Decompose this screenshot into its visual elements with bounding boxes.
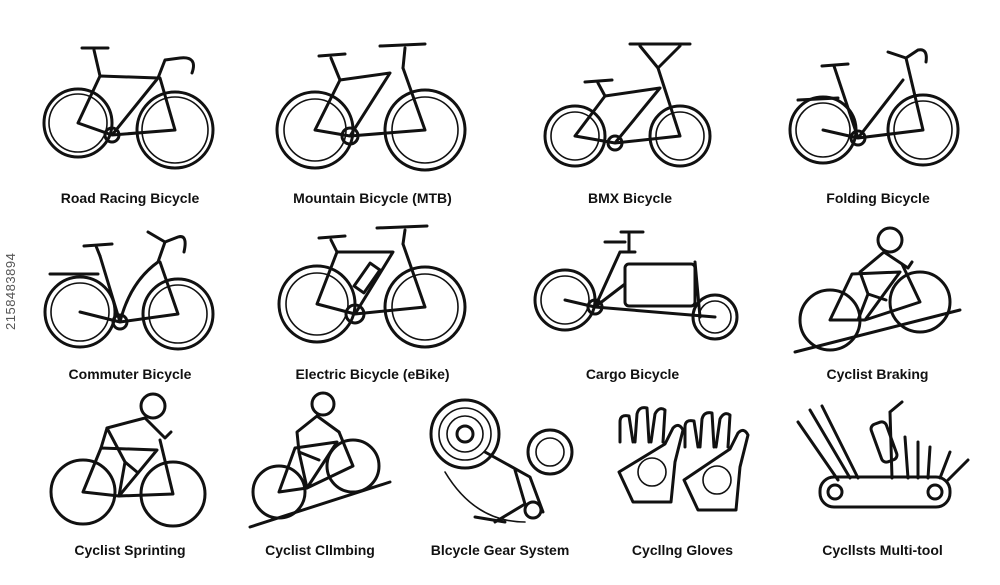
cyclist-sprinting-tile: Cyclist Sprinting [45,392,215,562]
folding-bicycle-tile: Folding Bicycle [778,38,978,213]
tile-label: Cyclist Cllmbing [265,542,375,558]
cargo-bicycle-icon [533,230,739,341]
tile-label: Cycllng Gloves [631,542,734,558]
road-racing-bicycle-tile: Road Racing Bicycle [30,38,230,213]
tile-label: Blcycle Gear System [430,542,570,558]
tile-label: Commuter Bicycle [68,366,192,382]
tile-label: Mountain Bicycle (MTB) [293,190,452,206]
bicycle-gear-system-tile: Blcycle Gear System [415,392,585,562]
folding-bicycle-icon [788,48,960,167]
tile-label: Electric Bicycle (eBike) [295,366,450,382]
electric-bicycle-tile: Electric Bicycle (eBike) [265,222,480,392]
bmx-bicycle-tile: BMX Bicycle [530,38,730,213]
mountain-bicycle-icon [275,42,467,172]
commuter-bicycle-icon [43,230,215,351]
cycling-gloves-icon [617,406,750,512]
cyclist-braking-tile: Cyclist Braking [790,222,965,392]
cyclist-braking-icon [793,226,962,354]
electric-bicycle-icon [277,224,467,349]
cyclist-sprinting-icon [49,392,207,528]
tile-label: Cyclist Braking [826,366,929,382]
tile-label: Folding Bicycle [826,190,930,206]
tile-label: Road Racing Bicycle [60,190,200,206]
tile-label: BMX Bicycle [587,190,673,206]
cyclists-multi-tool-tile: Cycllsts Multi-tool [790,392,975,562]
cyclist-climbing-icon [248,391,392,529]
tile-label: Cyclist Sprinting [74,542,186,558]
tile-label: Cycllsts Multi-tool [822,542,943,558]
cargo-bicycle-tile: Cargo Bicycle [525,222,740,392]
cyclists-multi-tool-icon [796,400,970,509]
commuter-bicycle-tile: Commuter Bicycle [30,222,230,392]
tile-label: Cargo Bicycle [585,366,680,382]
cyclist-climbing-tile: Cyclist Cllmbing [245,391,395,562]
bicycle-gear-system-icon [429,398,574,524]
bmx-bicycle-icon [543,42,712,168]
mountain-bicycle-tile: Mountain Bicycle (MTB) [265,38,480,213]
road-racing-bicycle-icon [42,46,215,170]
stock-watermark: 2158483894 [3,252,18,330]
cycling-gloves-tile: Cycllng Gloves [605,392,760,562]
